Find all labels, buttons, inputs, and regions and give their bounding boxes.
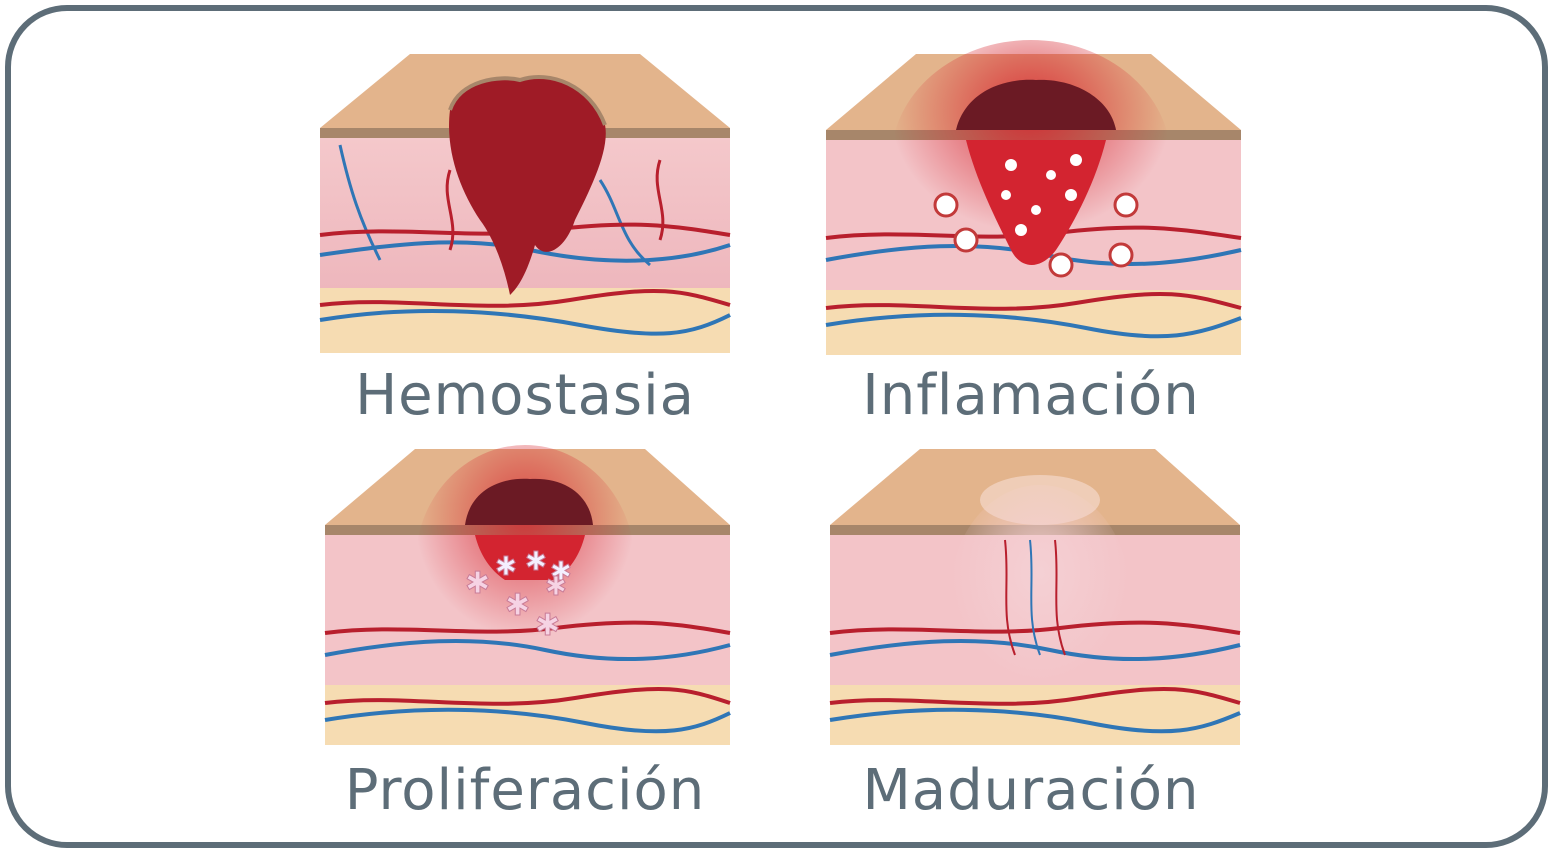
stage-label-proliferacion: Proliferación — [344, 758, 706, 823]
fibroblast-icon: ✱ — [465, 566, 490, 601]
remodeling-area — [950, 485, 1130, 705]
artery — [825, 291, 1242, 311]
immune-cell — [1046, 170, 1056, 180]
artery — [829, 620, 1241, 635]
vein — [324, 638, 731, 662]
fat-layer — [826, 290, 1241, 355]
artery — [319, 288, 731, 308]
panel-inflamacion — [825, 40, 1246, 360]
vein — [829, 638, 1241, 662]
fibroblast-icon: ✱ — [505, 588, 530, 623]
wound-bed — [966, 140, 1106, 265]
hemostasia-illustration — [319, 54, 731, 353]
macrophage — [1113, 192, 1139, 218]
macrophage — [1108, 242, 1134, 268]
immune-cell — [1001, 190, 1011, 200]
inflamacion-illustration — [825, 40, 1242, 355]
collagen-fiber — [1054, 539, 1066, 656]
panel-maduracion — [829, 445, 1250, 755]
wound-edge — [448, 75, 607, 126]
panel-proliferacion: ✱ ✱ ✱ ✱ ✱ ✱ ✱ — [324, 445, 745, 755]
immune-cell — [1005, 159, 1017, 171]
immune-cell — [1065, 189, 1077, 201]
macrophage — [953, 227, 979, 253]
fibroblast-icon: ✱ — [525, 547, 547, 577]
immune-cell — [1070, 154, 1082, 166]
artery — [829, 686, 1241, 706]
stage-label-inflamacion: Inflamación — [862, 363, 1200, 428]
vein — [829, 707, 1241, 734]
fibroblast-icon: ✱ — [550, 557, 572, 587]
artery — [324, 686, 731, 706]
collagen-fiber — [1004, 539, 1016, 656]
vein — [338, 144, 382, 261]
proliferacion-illustration: ✱ ✱ ✱ ✱ ✱ ✱ ✱ — [324, 445, 731, 745]
collagen-fiber — [1029, 539, 1041, 656]
fibroblast-icon: ✱ — [495, 552, 517, 582]
vein — [825, 312, 1242, 339]
diagram-frame — [5, 5, 1548, 848]
vein — [319, 308, 731, 336]
stage-label-maduracion: Maduración — [862, 758, 1200, 823]
fibroblast-icon: ✱ — [535, 608, 560, 643]
vein — [324, 707, 731, 734]
stage-label-hemostasia: Hemostasia — [355, 363, 695, 428]
immune-cell — [1031, 205, 1041, 215]
wound-bed — [475, 535, 585, 580]
scab — [465, 478, 593, 525]
artery — [445, 169, 455, 251]
fibroblast-icon: ✱ — [545, 572, 567, 602]
scab — [956, 79, 1116, 130]
macrophage — [933, 192, 959, 218]
artery — [655, 159, 665, 241]
fat-layer — [320, 288, 730, 353]
maduracion-illustration — [829, 449, 1241, 745]
blood-clot — [449, 77, 606, 295]
macrophage — [1048, 252, 1074, 278]
artery — [324, 620, 731, 635]
panel-hemostasia — [319, 50, 740, 360]
immune-cell — [1015, 224, 1027, 236]
